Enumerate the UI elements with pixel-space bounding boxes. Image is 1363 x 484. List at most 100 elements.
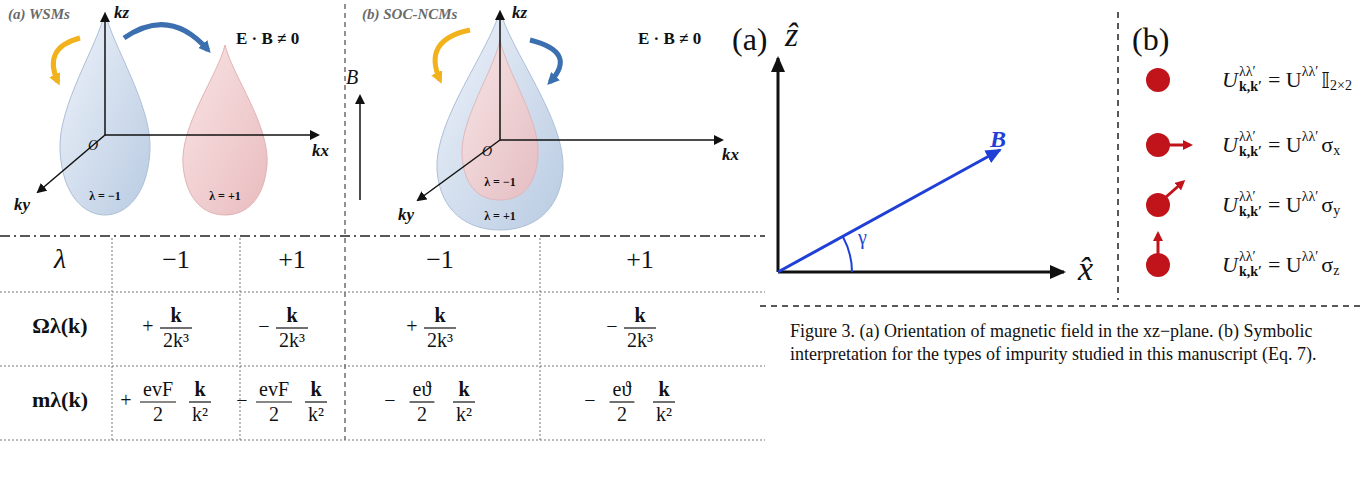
drawn-line (499, 12, 501, 140)
subscript: k,k′ (1239, 80, 1262, 95)
axis-label: kx (722, 146, 739, 165)
drawn-line (105, 134, 318, 136)
sign: − (384, 389, 395, 411)
fraction-numerator: evF (259, 378, 289, 400)
fraction-bar (610, 401, 635, 402)
drawn-path (53, 38, 80, 82)
axis-label: ky (398, 206, 414, 225)
drawn-line (1168, 144, 1190, 147)
band-label: λ = −1 (484, 176, 516, 189)
fraction-numerator: evF (143, 378, 173, 400)
operator-symbol: σ (1321, 252, 1333, 278)
subscript: 2×2 (1330, 78, 1352, 94)
drawn-line (104, 14, 106, 135)
sign: + (120, 389, 131, 411)
drawn-line (359, 96, 361, 200)
superscript: λλ′ (1302, 249, 1319, 265)
superscript: λλ′ (1302, 129, 1319, 145)
drawn-line (778, 150, 1000, 272)
fraction-bar (624, 327, 656, 328)
drawn-line (1117, 12, 1119, 300)
fraction-bar (653, 401, 675, 402)
origin-label: O (482, 144, 492, 159)
drawn-line (778, 271, 1064, 274)
table-header: +1 (626, 246, 654, 275)
panel-title: (b) SOC-NCMs (362, 6, 457, 23)
subscript: k,k′ (1239, 145, 1262, 160)
sign: − (606, 315, 617, 337)
axis-label: ky (14, 196, 30, 215)
row-header: Ωλ(k) (32, 314, 87, 338)
subscript: z (1333, 263, 1339, 279)
fraction-denominator: 2k³ (427, 329, 453, 351)
equation-symbol: = U (1268, 132, 1302, 158)
axis-label: x̂ (1078, 250, 1093, 287)
drawn-line (760, 305, 1363, 307)
fraction-bar (256, 401, 292, 402)
fraction-numerator: eϑ (613, 378, 632, 400)
drawn-line (418, 140, 500, 200)
band-label: λ = +1 (484, 210, 516, 223)
index-stack: λλ′k,k′ (1239, 250, 1262, 279)
superscript: λλ′ (1239, 190, 1262, 205)
fraction-numerator: k (634, 304, 645, 326)
drawn-line (112, 238, 113, 440)
axis-label: kx (312, 142, 329, 161)
fraction-denominator: 2 (417, 403, 427, 425)
table-header: −1 (426, 246, 454, 275)
drawn-path (530, 40, 560, 82)
drawn-line (0, 235, 765, 237)
superscript: λλ′ (1302, 189, 1319, 205)
fraction-bar (453, 401, 475, 402)
drawn-path (435, 30, 470, 80)
table-header: +1 (278, 246, 306, 275)
axis-label: kz (512, 4, 527, 23)
equation-symbol: = U (1268, 192, 1302, 218)
index-stack: λλ′k,k′ (1239, 65, 1262, 94)
drawn-path (437, 10, 563, 230)
angle-label: γ (858, 226, 867, 248)
sign: + (142, 315, 153, 337)
sign: − (584, 389, 595, 411)
figure-caption: Figure 3. (a) Orientation of magnetic fi… (790, 320, 1355, 367)
drawn-line (1166, 182, 1183, 197)
equation-row: Uλλ′k,k′= Uλλ′σy (1222, 183, 1340, 227)
superscript: λλ′ (1302, 64, 1319, 80)
operator-symbol: 𝕀 (1321, 68, 1330, 93)
fraction-numerator: k (310, 378, 321, 400)
fraction-bar (140, 401, 176, 402)
drawn-line (0, 292, 765, 293)
fraction-denominator: 2 (269, 403, 279, 425)
equation-symbol: U (1222, 192, 1238, 218)
drawn-circle (1146, 253, 1170, 277)
operator-symbol: σ (1321, 192, 1333, 218)
equation-symbol: = U (1268, 67, 1302, 93)
sign: − (236, 389, 247, 411)
fraction-numerator: k (286, 304, 297, 326)
fraction-numerator: k (170, 304, 181, 326)
drawn-line (345, 4, 346, 440)
drawn-line (0, 366, 765, 367)
field-label: B (990, 126, 1006, 152)
drawn-line (500, 139, 722, 141)
drawn-line (0, 440, 765, 441)
equation-row: Uλλ′k,k′= Uλλ′𝕀2×2 (1222, 58, 1352, 102)
fraction-bar (410, 401, 435, 402)
drawn-path (124, 25, 208, 50)
superscript: λλ′ (1239, 65, 1262, 80)
fraction-bar (189, 401, 211, 402)
superscript: λλ′ (1239, 250, 1262, 265)
fraction-denominator: k² (456, 403, 472, 425)
fraction-bar (305, 401, 327, 402)
fraction-denominator: k² (192, 403, 208, 425)
fraction-denominator: 2k³ (627, 329, 653, 351)
fraction-numerator: k (194, 378, 205, 400)
equation-row: Uλλ′k,k′= Uλλ′σz (1222, 243, 1339, 287)
field-label: B (346, 66, 358, 88)
subscript: y (1333, 203, 1340, 219)
fraction-denominator: 2 (617, 403, 627, 425)
equation-row: Uλλ′k,k′= Uλλ′σx (1222, 123, 1340, 167)
band-label: λ = −1 (89, 190, 121, 203)
index-stack: λλ′k,k′ (1239, 130, 1262, 159)
